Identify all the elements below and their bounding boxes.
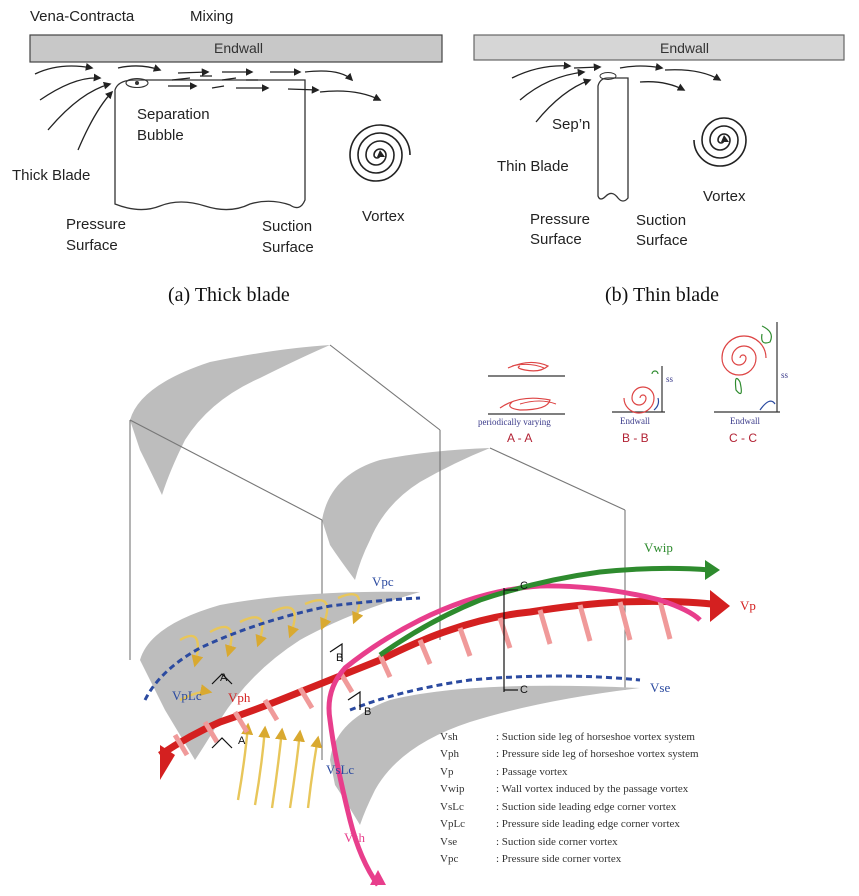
cut-b-label-1: B: [336, 652, 343, 664]
legend-row: Vpc: Pressure side corner vortex: [440, 851, 699, 869]
panel-a: [30, 35, 442, 210]
legend-row: VpLc: Pressure side leading edge corner …: [440, 816, 699, 834]
legend-description: : Wall vortex induced by the passage vor…: [496, 783, 688, 795]
legend-row: Vse: Suction side corner vortex: [440, 833, 699, 851]
section-aa-label: A - A: [507, 431, 532, 445]
legend-symbol: VsLc: [440, 801, 496, 813]
thin-blade-label: Thin Blade: [497, 158, 569, 176]
suction-surface-label-a-1: Suction: [262, 218, 312, 236]
caption-b: (b) Thin blade: [605, 284, 719, 307]
legend-symbol: Vph: [440, 748, 496, 760]
section-bb: [612, 366, 665, 413]
legend-symbol: Vsh: [440, 731, 496, 743]
cut-a-label-1: A: [220, 672, 227, 684]
section-bb-wall: Endwall: [620, 416, 650, 426]
pressure-surface-label-a-1: Pressure: [66, 216, 126, 234]
section-aa: [488, 362, 565, 414]
section-bb-label: B - B: [622, 431, 649, 445]
label-vwip: Vwip: [644, 540, 673, 556]
legend-symbol: VpLc: [440, 818, 496, 830]
thick-blade-label: Thick Blade: [12, 167, 90, 185]
endwall-label-b: Endwall: [660, 40, 709, 56]
legend-symbol: Vse: [440, 836, 496, 848]
legend-description: : Suction side leg of horseshoe vortex s…: [496, 731, 695, 743]
section-cc-label: C - C: [729, 431, 757, 445]
endwall-bar-b: [474, 35, 844, 60]
legend-row: VsLc: Suction side leading edge corner v…: [440, 798, 699, 816]
mixing-label: Mixing: [190, 8, 233, 26]
label-vp: Vp: [740, 598, 756, 614]
legend-description: : Suction side leading edge corner vorte…: [496, 801, 676, 813]
suction-surface-label-b-1: Suction: [636, 212, 686, 230]
legend-description: : Pressure side leading edge corner vort…: [496, 818, 680, 830]
legend-description: : Suction side corner vortex: [496, 836, 618, 848]
section-cc-ss: ss: [781, 370, 788, 380]
label-vpc: Vpc: [372, 574, 394, 590]
suction-surface-label-b-2: Surface: [636, 232, 688, 250]
thin-blade-shape: [598, 78, 628, 201]
section-aa-note: periodically varying: [478, 417, 551, 427]
blade-2-top-profile: [322, 448, 490, 580]
legend: Vsh: Suction side leg of horseshoe vorte…: [440, 728, 699, 868]
label-vslc: VsLc: [326, 762, 354, 778]
legend-description: : Pressure side corner vortex: [496, 853, 621, 865]
pressure-surface-label-b-2: Surface: [530, 231, 582, 249]
separation-bubble-label-2: Bubble: [137, 127, 184, 145]
cut-c-label-2: C: [520, 684, 528, 696]
suction-surface-label-a-2: Surface: [262, 239, 314, 257]
vortex-label-b: Vortex: [703, 188, 746, 206]
vortex-label-a: Vortex: [362, 208, 405, 226]
label-vse: Vse: [650, 680, 670, 696]
section-cc-wall: Endwall: [730, 416, 760, 426]
panel-b: [474, 35, 844, 201]
cut-a-label-2: A: [238, 735, 245, 747]
label-vplc: VpLc: [172, 688, 202, 704]
caption-a: (a) Thick blade: [168, 284, 290, 307]
legend-description: : Passage vortex: [496, 766, 567, 778]
pressure-surface-label-b-1: Pressure: [530, 211, 590, 229]
legend-row: Vwip: Wall vortex induced by the passage…: [440, 781, 699, 799]
legend-symbol: Vp: [440, 766, 496, 778]
label-vph: Vph: [228, 690, 250, 706]
separation-bubble-label-1: Separation: [137, 106, 210, 124]
pressure-surface-label-a-2: Surface: [66, 237, 118, 255]
legend-row: Vph: Pressure side leg of horseshoe vort…: [440, 746, 699, 764]
vena-contracta-label: Vena-Contracta: [30, 8, 134, 26]
legend-description: : Pressure side leg of horseshoe vortex …: [496, 748, 699, 760]
section-bb-ss: ss: [666, 374, 673, 384]
legend-row: Vsh: Suction side leg of horseshoe vorte…: [440, 728, 699, 746]
legend-symbol: Vpc: [440, 853, 496, 865]
cut-b-label-2: B: [364, 706, 371, 718]
sep-label: Sep’n: [552, 116, 590, 134]
vortex-spiral-b: [694, 118, 746, 166]
cut-c-label-1: C: [520, 580, 528, 592]
label-vsh: Vsh: [344, 830, 365, 846]
endwall-label-a: Endwall: [214, 40, 263, 56]
legend-row: Vp: Passage vortex: [440, 763, 699, 781]
legend-symbol: Vwip: [440, 783, 496, 795]
section-insets: [488, 322, 780, 414]
section-cc: [714, 322, 780, 412]
